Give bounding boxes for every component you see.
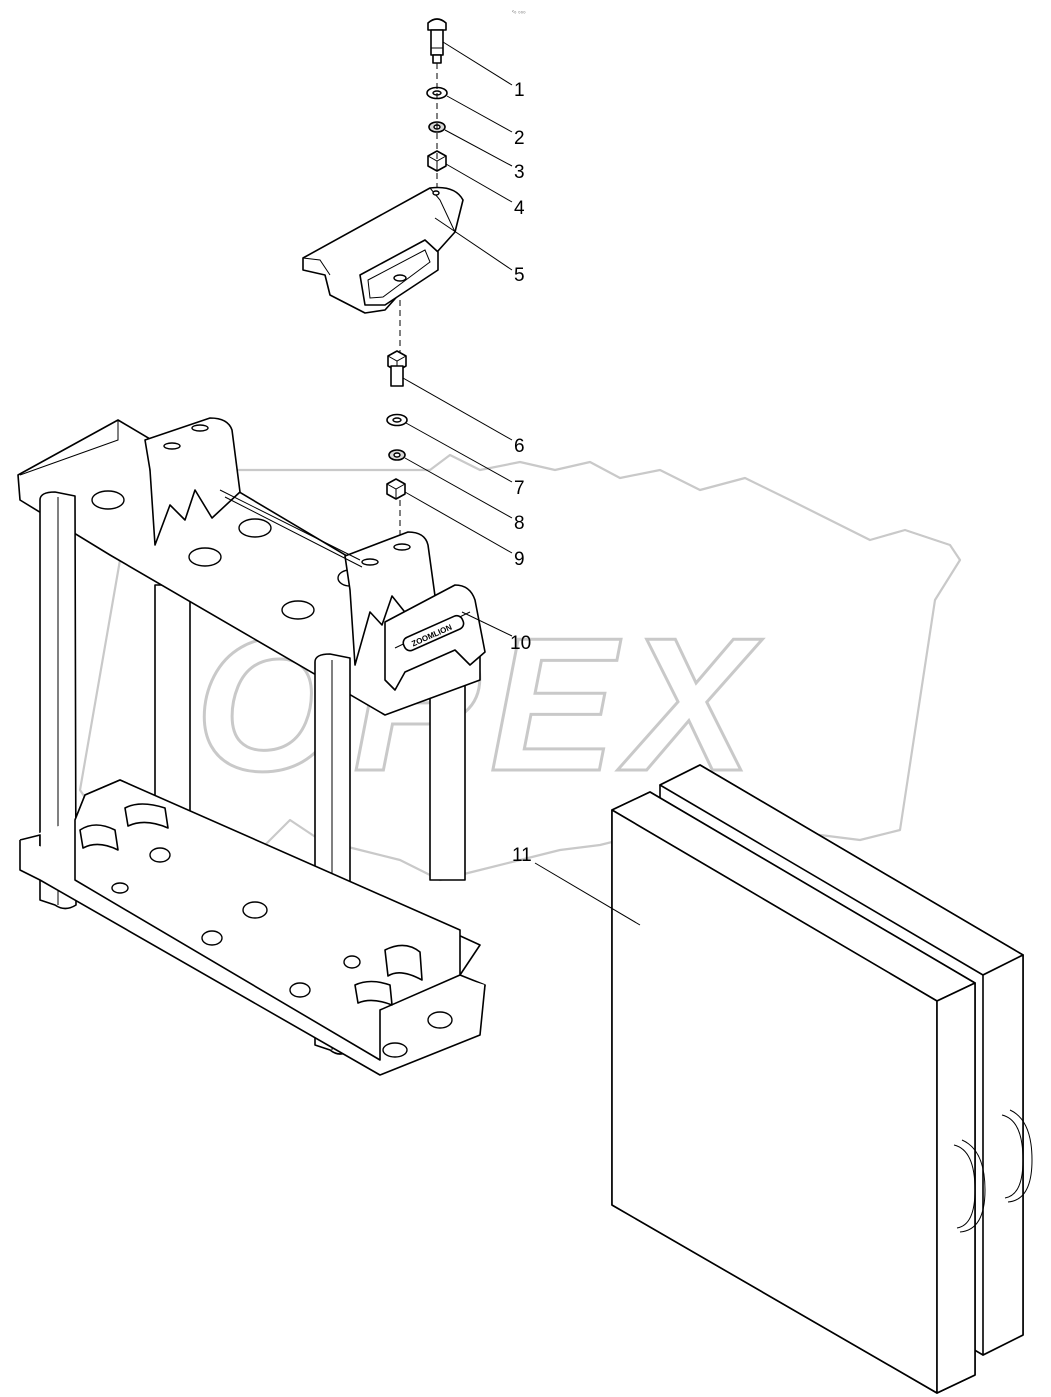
callout-6: 6 [514, 436, 525, 457]
callout-3: 3 [514, 162, 525, 183]
callout-1: 1 [514, 80, 525, 101]
callout-10: 10 [510, 633, 531, 654]
callout-7: 7 [514, 478, 525, 499]
corner-mark: ‹₀ ₀₀₀ [512, 9, 526, 15]
callout-9: 9 [514, 549, 525, 570]
callout-4: 4 [514, 198, 525, 219]
counterweight-blocks [611, 764, 1033, 1394]
callout-8: 8 [514, 513, 525, 534]
bolt-lower [387, 350, 407, 387]
washer-lower [386, 413, 408, 427]
callout-11: 11 [512, 845, 532, 866]
callout-2: 2 [514, 128, 525, 149]
bolt-top [427, 18, 447, 64]
mounting-bracket [302, 186, 464, 314]
assembly-axis-lines [399, 63, 438, 545]
callout-labels: 1 2 3 4 5 6 7 8 9 10 11 [510, 80, 532, 866]
nameplate-tab: ZOOMLION [384, 584, 486, 691]
counterweight-frame [17, 417, 486, 1076]
hex-nut-lower [386, 478, 406, 500]
lock-washer-lower [388, 449, 406, 461]
leader-lines [402, 41, 641, 926]
callout-5: 5 [514, 265, 525, 286]
